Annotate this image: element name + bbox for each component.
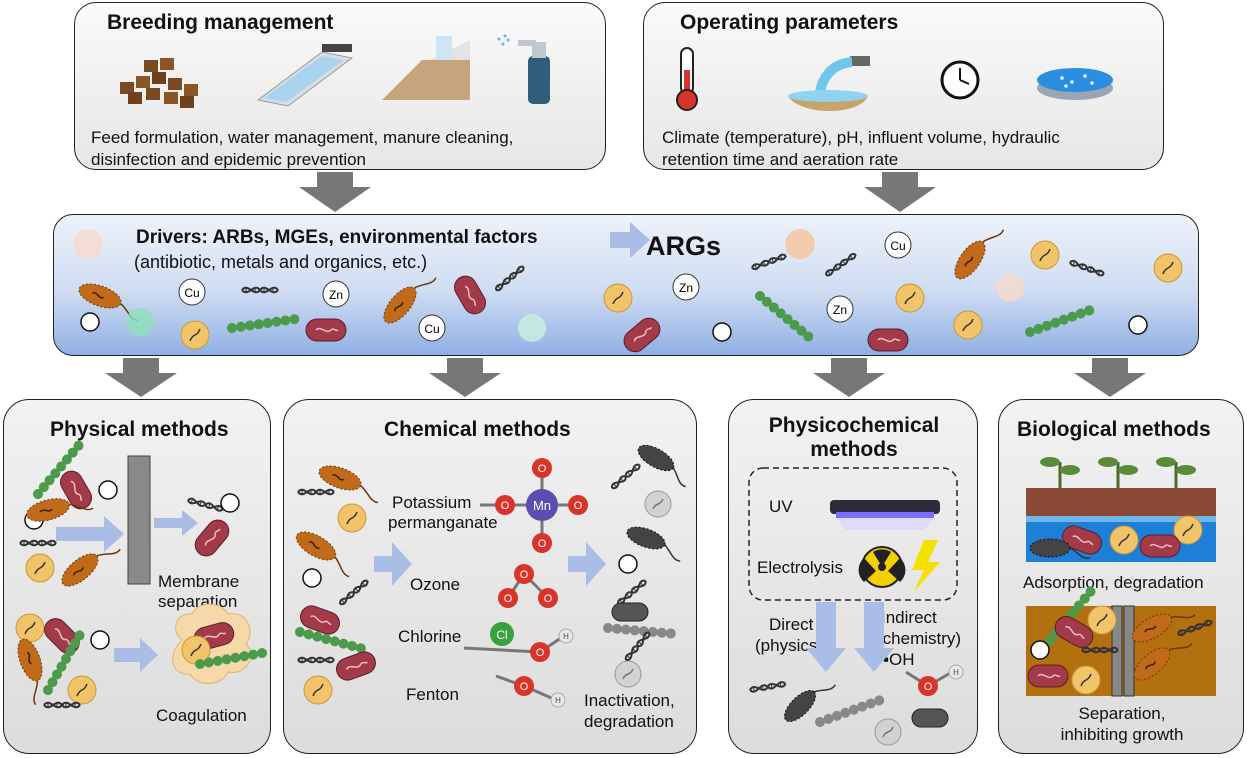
drivers-line1: Drivers: ARBs, MGEs, environmental facto… [136, 227, 538, 248]
copper-ion-icon: Cu [178, 278, 206, 306]
electrolysis-label: Electrolysis [757, 558, 843, 577]
arrow-direct-physics [806, 602, 846, 672]
physical-methods-title: Physical methods [50, 418, 229, 441]
water-trough-icon [256, 44, 354, 107]
copper-ion-icon-2: Cu [418, 314, 446, 342]
permanganate-molecule-icon: Mn [480, 458, 588, 553]
drivers-organisms [73, 217, 1183, 358]
membrane-filter-icon [127, 455, 151, 585]
svg-text:Zn: Zn [833, 303, 847, 317]
direct-label-line2: (physics) [755, 636, 824, 655]
arrow-drivers-to-physicochemical [813, 358, 885, 397]
coagulation-floc-icon [172, 603, 268, 684]
uv-lamp-icon [830, 500, 940, 530]
chemical-methods-panel: Chemical methods Potassium permanganate … [283, 399, 697, 754]
separation-label-line1: Separation, [1078, 704, 1166, 723]
water-inflow-icon [788, 56, 870, 111]
hypochlorous-molecule-icon: Cl [463, 622, 574, 662]
physicochemical-title-line1: Physicochemical [768, 414, 940, 437]
svg-text:Zn: Zn [329, 288, 343, 302]
petri-dish-icon [1037, 68, 1113, 100]
arrow-to-membrane [56, 516, 124, 552]
ozone-label: Ozone [410, 575, 461, 594]
chlorine-label: Chlorine [398, 627, 462, 646]
operating-parameters-title: Operating parameters [680, 11, 899, 34]
hydroxyl-radical-label: ▪OH [883, 650, 915, 669]
separation-label-line2: inhibiting growth [1060, 725, 1184, 744]
thermometer-icon [676, 47, 698, 111]
lightning-icon [912, 540, 940, 592]
operating-desc-line1: Climate (temperature), pH, influent volu… [662, 128, 1060, 147]
args-label: ARGs [646, 231, 722, 261]
arrow-drivers-to-physical [105, 358, 177, 397]
indirect-label-line1: Indirect [881, 608, 937, 627]
arrow-chemical-in [374, 542, 412, 586]
uv-label: UV [769, 497, 793, 516]
biological-methods-title: Biological methods [1017, 418, 1211, 441]
svg-text:Cu: Cu [184, 286, 199, 300]
chemical-input-organisms [291, 460, 386, 705]
arrow-after-membrane [154, 510, 198, 536]
inactivation-label-line1: Inactivation, [584, 691, 675, 710]
arrow-to-coagulation [114, 638, 158, 672]
coagulation-label: Coagulation [156, 706, 247, 725]
kmno4-label-line2: permanganate [388, 513, 498, 532]
hydroxyl-molecule-icon [495, 674, 566, 708]
arrow-chemical-out [568, 542, 606, 586]
chemical-output-organisms [602, 439, 696, 688]
arrow-breeding-to-drivers [299, 172, 371, 212]
arrow-indirect-chemistry [854, 602, 894, 672]
breeding-desc-line2: disinfection and epidemic prevention [91, 150, 367, 169]
indirect-label-line2: (chemistry) [877, 629, 962, 648]
inactivation-label-line2: degradation [584, 712, 674, 731]
arrow-drivers-to-args [610, 222, 650, 258]
radiation-hazard-icon [858, 546, 906, 588]
physicochemical-methods-panel: Physicochemical methods UV Electrolysis … [728, 399, 978, 754]
operating-desc-line2: retention time and aeration rate [662, 150, 899, 169]
uv-electrolysis-dashed-box [748, 467, 958, 601]
hydroxyl-radical-icon [905, 664, 964, 696]
physicochemical-title-line2: methods [810, 438, 898, 461]
kmno4-label-line1: Potassium [392, 493, 472, 512]
zinc-ion-icon-2: Zn [672, 273, 700, 301]
feed-pellets-icon [120, 58, 198, 108]
ozone-molecule-icon [498, 564, 558, 608]
membrane-bioreactor-icon [1026, 584, 1216, 697]
svg-text:Cl: Cl [496, 628, 507, 642]
clock-icon [940, 60, 980, 100]
disinfectant-spray-icon [497, 34, 550, 104]
arrow-drivers-to-chemical [429, 358, 501, 397]
breeding-management-title: Breeding management [107, 11, 334, 34]
adsorption-label: Adsorption, degradation [1023, 573, 1204, 592]
physicochemical-output-organisms [748, 670, 949, 746]
arrow-operating-to-drivers [864, 172, 936, 212]
manure-cleaning-icon [382, 36, 470, 100]
svg-text:Mn: Mn [533, 498, 551, 513]
breeding-management-panel: Breeding management Feed formulation, wa… [74, 2, 606, 170]
svg-text:Zn: Zn [679, 281, 693, 295]
direct-label-line1: Direct [769, 615, 814, 634]
zinc-ion-icon: Zn [322, 280, 350, 308]
svg-text:Cu: Cu [424, 322, 439, 336]
zinc-ion-icon-3: Zn [826, 295, 854, 323]
breeding-desc-line1: Feed formulation, water management, manu… [91, 128, 514, 147]
drivers-line2: (antibiotic, metals and organics, etc.) [134, 252, 428, 272]
fenton-label: Fenton [406, 685, 459, 704]
copper-ion-icon-3: Cu [884, 231, 912, 259]
svg-text:Cu: Cu [890, 239, 905, 253]
membrane-label-line1: Membrane [158, 572, 240, 591]
constructed-wetland-icon [1026, 457, 1216, 562]
chemical-methods-title: Chemical methods [384, 418, 571, 441]
arrow-drivers-to-biological [1074, 358, 1146, 397]
